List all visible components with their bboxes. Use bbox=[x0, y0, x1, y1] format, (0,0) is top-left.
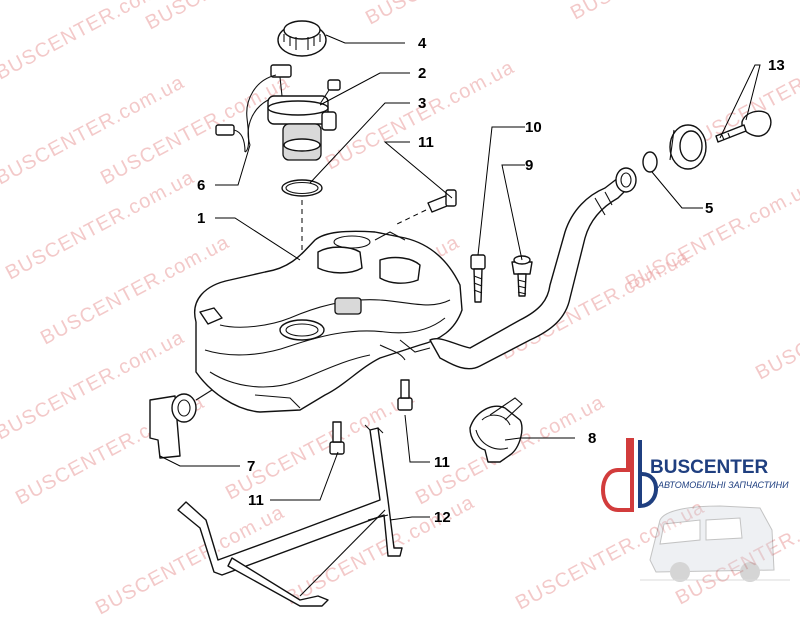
callout-11: 11 bbox=[248, 492, 264, 509]
watermark-text: BUSCENTER.com.ua bbox=[752, 266, 800, 384]
part-bolt-9 bbox=[511, 255, 533, 297]
part-key-13 bbox=[715, 110, 772, 143]
watermark-text: BUSCENTER.com.ua bbox=[567, 0, 763, 24]
part-cap-4 bbox=[277, 20, 327, 57]
callout-10: 10 bbox=[525, 119, 542, 136]
part-oring-5 bbox=[642, 151, 658, 173]
watermark-text: BUSCENTER.com.ua bbox=[362, 0, 558, 29]
part-bolt-11-top bbox=[427, 189, 457, 213]
part-bracket-7 bbox=[149, 389, 213, 459]
buscenter-logo: BUSCENTER АВТОМОБІЛЬНІ ЗАПЧАСТИНИ bbox=[601, 438, 790, 582]
assembly-axis bbox=[394, 209, 427, 226]
callout-4: 4 bbox=[418, 35, 427, 52]
watermark-text: BUSCENTER.com.ua bbox=[622, 176, 800, 294]
part-connector-6 bbox=[215, 74, 277, 153]
callout-11: 11 bbox=[434, 454, 450, 471]
part-bolt-11-left bbox=[329, 421, 345, 455]
logo-b-emblem bbox=[601, 438, 634, 512]
callout-7: 7 bbox=[247, 458, 255, 475]
callout-6: 6 bbox=[197, 177, 205, 194]
callout-1: 1 bbox=[197, 210, 205, 227]
part-fuel-tank-1 bbox=[194, 230, 463, 413]
leader-lines bbox=[159, 34, 761, 521]
watermark-text: BUSCENTER.com.ua bbox=[97, 71, 293, 189]
part-bolt-10 bbox=[470, 254, 486, 303]
part-bolt-11-right bbox=[397, 379, 413, 411]
callout-11: 11 bbox=[418, 134, 434, 151]
part-strap-12 bbox=[177, 424, 403, 607]
logo-brand: BUSCENTER bbox=[650, 457, 769, 478]
callout-9: 9 bbox=[525, 157, 533, 174]
callout-2: 2 bbox=[418, 65, 426, 82]
part-clamp-8 bbox=[469, 397, 523, 463]
part-fuel-pump-2 bbox=[247, 64, 341, 161]
part-cap-13 bbox=[669, 124, 707, 170]
callout-8: 8 bbox=[588, 430, 596, 447]
logo-b-emblem bbox=[638, 440, 658, 509]
watermark-text: BUSCENTER.com.ua bbox=[0, 71, 188, 189]
part-filler-pipe bbox=[429, 167, 637, 370]
part-seal-ring-3 bbox=[281, 179, 323, 197]
logo-tagline: АВТОМОБІЛЬНІ ЗАПЧАСТИНИ bbox=[657, 480, 789, 490]
callout-13: 13 bbox=[768, 57, 785, 74]
callout-5: 5 bbox=[705, 200, 713, 217]
callout-12: 12 bbox=[434, 509, 451, 526]
callout-3: 3 bbox=[418, 95, 426, 112]
van-illustration bbox=[640, 505, 790, 582]
